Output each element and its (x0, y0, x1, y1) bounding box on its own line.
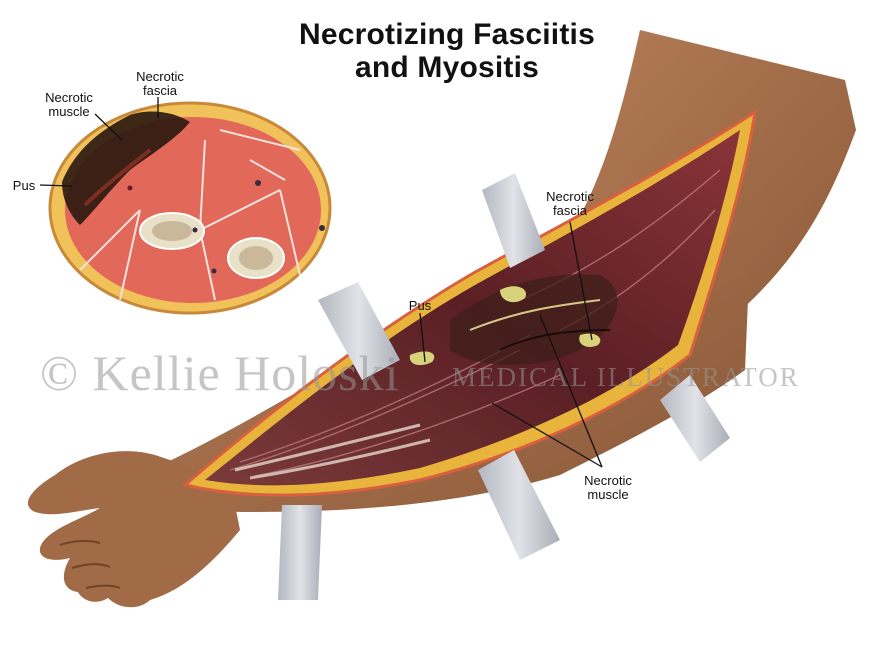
inset-label-necrotic-fascia: Necrotic fascia (132, 70, 188, 98)
arm-label-necrotic-fascia: Necrotic fascia (542, 190, 598, 218)
inset-label-pus: Pus (12, 178, 36, 193)
leader-lines (39, 97, 603, 468)
pus-deposit (500, 286, 526, 303)
retractor-bottom-center (478, 450, 560, 560)
retractor-right (660, 375, 730, 462)
cross-section-inset (48, 101, 332, 315)
inset-label-necrotic-muscle: Necrotic muscle (41, 91, 97, 119)
retractor-top-center (482, 173, 545, 268)
retractor-left (318, 282, 400, 380)
inset-fascia-lines (79, 129, 301, 301)
label-line: muscle (48, 104, 90, 119)
watermark-subtitle: MEDICAL ILLUSTRATOR (452, 362, 800, 392)
label-line: muscle (587, 487, 629, 502)
arm-label-necrotic-muscle: Necrotic muscle (580, 474, 636, 502)
label-line: Necrotic (136, 69, 184, 84)
label-line: Necrotic (584, 473, 632, 488)
watermark-name: © Kellie Holoski (40, 345, 400, 401)
necrotic-patch (450, 274, 618, 365)
arm-label-pus: Pus (408, 298, 432, 313)
label-line: Necrotic (45, 90, 93, 105)
hand (27, 451, 240, 608)
label-line: Necrotic (546, 189, 594, 204)
page-title-line2: and Myositis (354, 51, 540, 84)
label-line: fascia (143, 83, 177, 98)
page-title-line1: Necrotizing Fasciitis (299, 18, 595, 51)
arm-illustration (27, 30, 856, 608)
label-line: fascia (553, 203, 587, 218)
retractor-bottom-left (278, 505, 322, 600)
